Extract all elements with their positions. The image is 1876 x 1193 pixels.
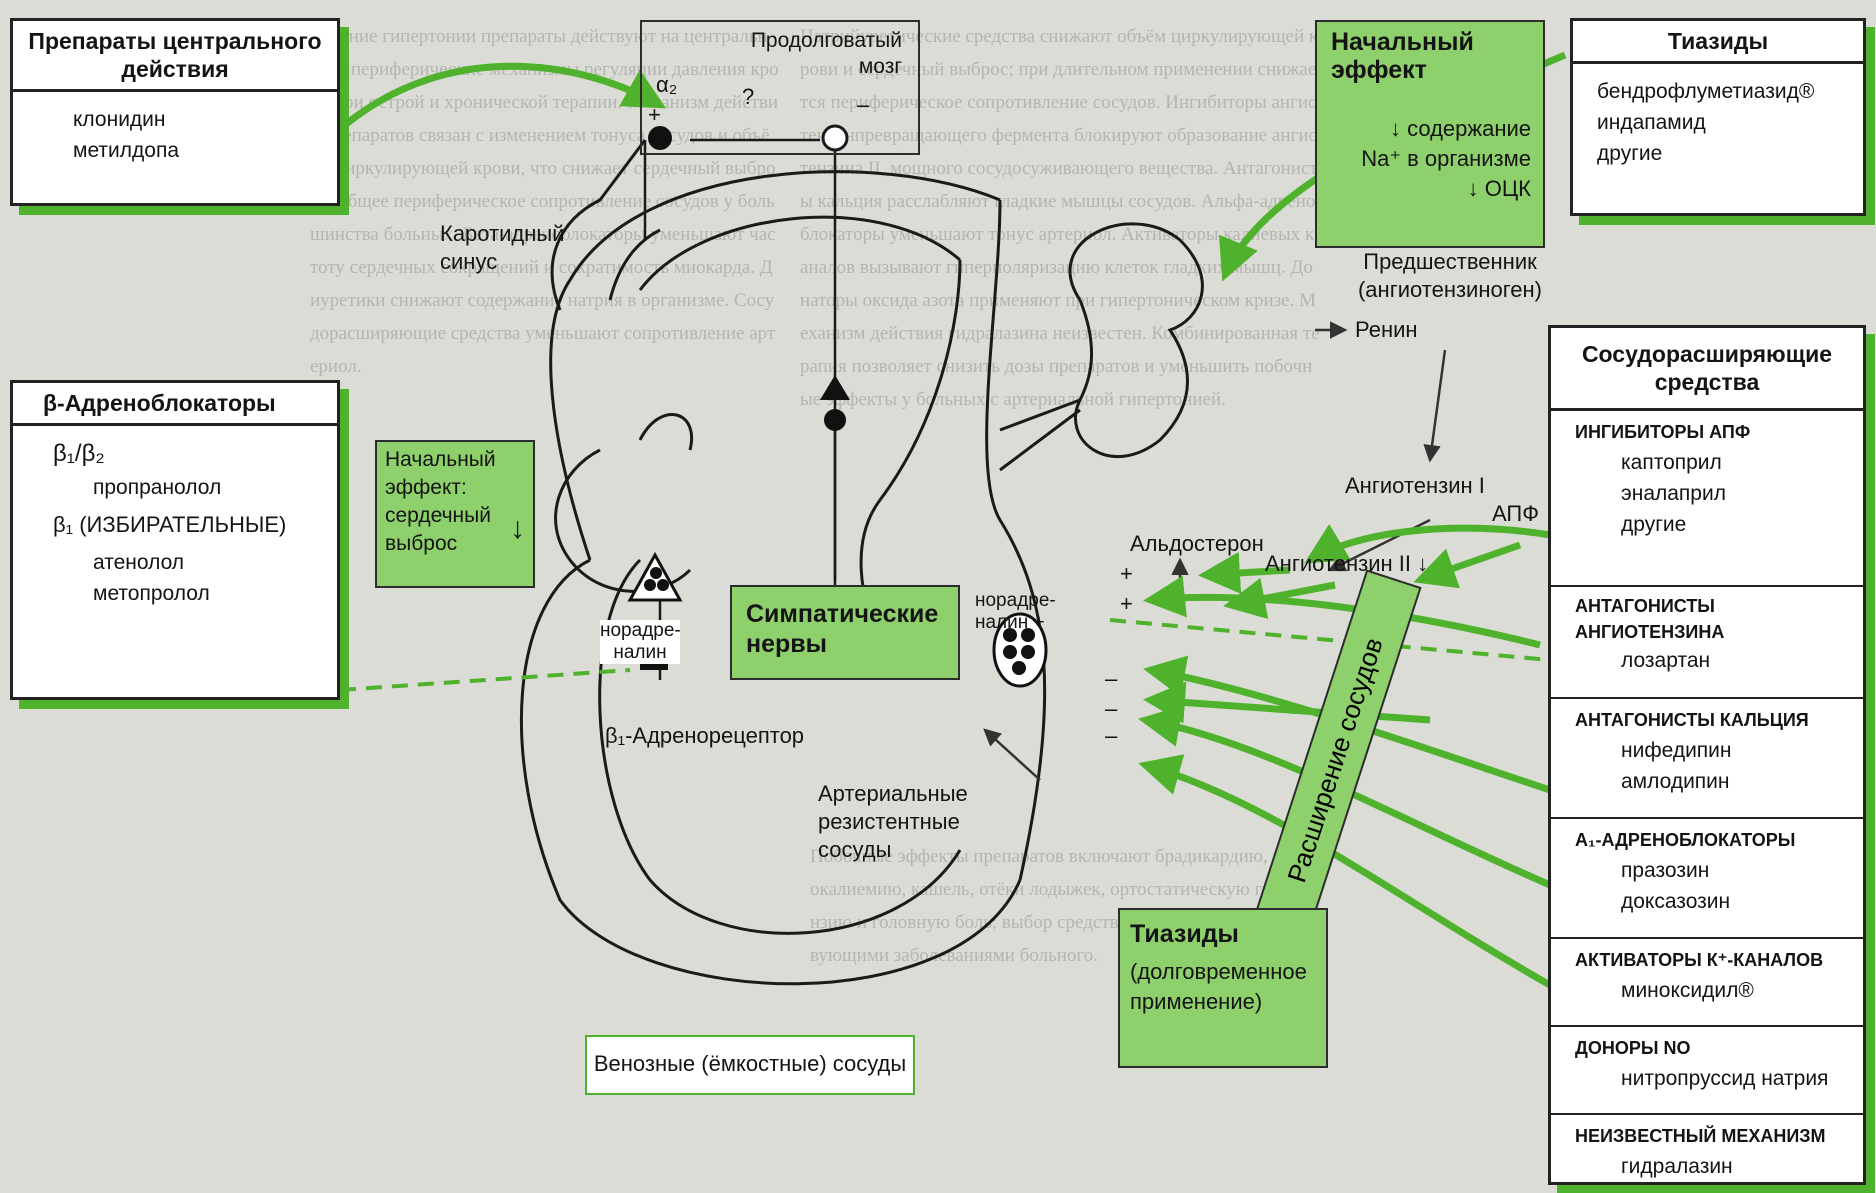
carotid-label: Каротидный синус xyxy=(440,220,580,276)
section-title: α₁-АДРЕНОБЛОКАТОРЫ xyxy=(1561,825,1853,855)
precursor-label: Предшественник (ангиотензиноген) xyxy=(1335,248,1565,304)
central-drugs-title: Препараты центрального действия xyxy=(13,21,337,92)
renal-effect-line: Na⁺ в организме xyxy=(1317,144,1531,174)
section-item: нитропруссид натрия xyxy=(1561,1063,1853,1094)
thiazide-item: другие xyxy=(1573,138,1863,169)
section-item: миноксидил® xyxy=(1561,975,1853,1006)
beta1-receptor-label: β₁-Адренорецептор xyxy=(605,722,804,750)
vasodilator-section: АНТАГОНИСТЫ АНГИОТЕНЗИНА лозартан xyxy=(1551,587,1863,699)
synapse-triangle xyxy=(820,375,850,400)
medulla-title: Продолговатый мозг xyxy=(702,28,902,80)
section-title: АНТАГОНИСТЫ КАЛЬЦИЯ xyxy=(1561,705,1853,735)
sympathetic-box: Симпатические нервы xyxy=(730,585,960,680)
question-label: ? xyxy=(742,84,754,110)
initial-effect-renal-box: Начальный эффект ↓ содержание Na⁺ в орга… xyxy=(1315,20,1545,248)
beta-drug-item: пропранолол xyxy=(53,472,337,503)
venous-title: Венозные (ёмкостные) сосуды xyxy=(587,1037,913,1077)
synapse-dot xyxy=(824,409,846,431)
sympathetic-title: Симпатические нервы xyxy=(732,587,958,659)
aldosterone-label: Альдостерон xyxy=(1130,530,1264,558)
plus-sign: + xyxy=(1120,590,1133,618)
initial-effect-heart-box: Начальный эффект: сердечный выброс ↓ xyxy=(375,440,535,588)
vasodilators-box: Сосудорасширяющие средства ИНГИБИТОРЫ АП… xyxy=(1548,325,1866,1185)
thiazides-long-title: Тиазиды xyxy=(1120,910,1326,949)
initial-effect-renal-title: Начальный эффект xyxy=(1317,22,1543,84)
thiazides-long-box: Тиазиды (долговременное применение) xyxy=(1118,908,1328,1068)
section-title: АНТАГОНИСТЫ АНГИОТЕНЗИНА xyxy=(1561,593,1853,645)
thiazides-top-box: Тиазиды бендрофлуметиазид® индапамид дру… xyxy=(1570,18,1866,216)
central-drugs-box: Препараты центрального действия клонидин… xyxy=(10,18,340,206)
medulla-box: Продолговатый мозг α₂ ? + – xyxy=(640,20,920,155)
section-title: НЕИЗВЕСТНЫЙ МЕХАНИЗМ xyxy=(1561,1121,1853,1151)
arterial-label: Артериальные резистентные сосуды xyxy=(818,780,988,864)
section-item: гидралазин xyxy=(1561,1151,1853,1182)
venous-box: Венозные (ёмкостные) сосуды xyxy=(585,1035,915,1095)
ace-label: АПФ xyxy=(1492,500,1539,528)
plus-sign: + xyxy=(1120,560,1133,588)
renal-effect-line: ↓ ОЦК xyxy=(1317,174,1531,204)
section-title: АКТИВАТОРЫ К⁺-КАНАЛОВ xyxy=(1561,945,1853,975)
vasodilators-title: Сосудорасширяющие средства xyxy=(1551,328,1863,411)
beta-drug-item: метопролол xyxy=(53,578,337,609)
section-title: ДОНОРЫ NO xyxy=(1561,1033,1853,1063)
section-item: доксазозин xyxy=(1561,886,1853,917)
section-item: амлодипин xyxy=(1561,766,1853,797)
alpha2-label: α₂ xyxy=(656,72,677,98)
minus-sign: – xyxy=(1105,665,1117,693)
angiotensin2-label: Ангиотензин II ↓ xyxy=(1265,550,1428,578)
down-arrow-icon: ↓ xyxy=(510,512,525,546)
thiazides-top-title: Тиазиды xyxy=(1573,21,1863,64)
plus-label: + xyxy=(648,102,661,128)
section-item: нифедипин xyxy=(1561,735,1853,766)
thiazide-item: индапамид xyxy=(1573,107,1863,138)
vasodilator-section: НЕИЗВЕСТНЫЙ МЕХАНИЗМ гидралазин xyxy=(1551,1115,1863,1190)
central-drug-item: метилдопа xyxy=(13,135,337,166)
noradrenaline-heart-label: норадре-налин xyxy=(600,620,680,664)
vasodilator-section: α₁-АДРЕНОБЛОКАТОРЫ празозин доксазозин xyxy=(1551,819,1863,939)
section-item: празозин xyxy=(1561,855,1853,886)
beta-blockers-title: β-Адреноблокаторы xyxy=(13,383,337,426)
minus-label: – xyxy=(857,92,869,118)
central-drug-item: клонидин xyxy=(13,104,337,135)
minus-sign: – xyxy=(1105,722,1117,750)
section-title: ИНГИБИТОРЫ АПФ xyxy=(1561,417,1853,447)
angiotensin1-label: Ангиотензин I xyxy=(1345,472,1485,500)
vasodilator-section: АКТИВАТОРЫ К⁺-КАНАЛОВ миноксидил® xyxy=(1551,939,1863,1027)
beta-subtype: β₁/β₂ xyxy=(53,436,337,472)
section-item: другие xyxy=(1561,509,1853,540)
beta-subtype: β₁ (ИЗБИРАТЕЛЬНЫЕ) xyxy=(53,503,337,547)
minus-sign: – xyxy=(1105,695,1117,723)
beta-drug-item: атенолол xyxy=(53,547,337,578)
vasodilator-section: ДОНОРЫ NO нитропруссид натрия xyxy=(1551,1027,1863,1115)
renin-label: Ренин xyxy=(1355,316,1418,344)
vasodilator-section: АНТАГОНИСТЫ КАЛЬЦИЯ нифедипин амлодипин xyxy=(1551,699,1863,819)
thiazides-long-subtitle: (долговременное применение) xyxy=(1120,949,1326,1017)
beta-blockers-box: β-Адреноблокаторы β₁/β₂ пропранолол β₁ (… xyxy=(10,380,340,700)
thiazide-item: бендрофлуметиазид® xyxy=(1573,76,1863,107)
section-item: каптоприл xyxy=(1561,447,1853,478)
section-item: эналаприл xyxy=(1561,478,1853,509)
renal-effect-line: ↓ содержание xyxy=(1317,114,1531,144)
section-item: лозартан xyxy=(1561,645,1853,676)
vasodilator-section: ИНГИБИТОРЫ АПФ каптоприл эналаприл други… xyxy=(1551,411,1863,587)
noradrenaline-vessel-label: норадре-налин + xyxy=(975,590,1065,634)
